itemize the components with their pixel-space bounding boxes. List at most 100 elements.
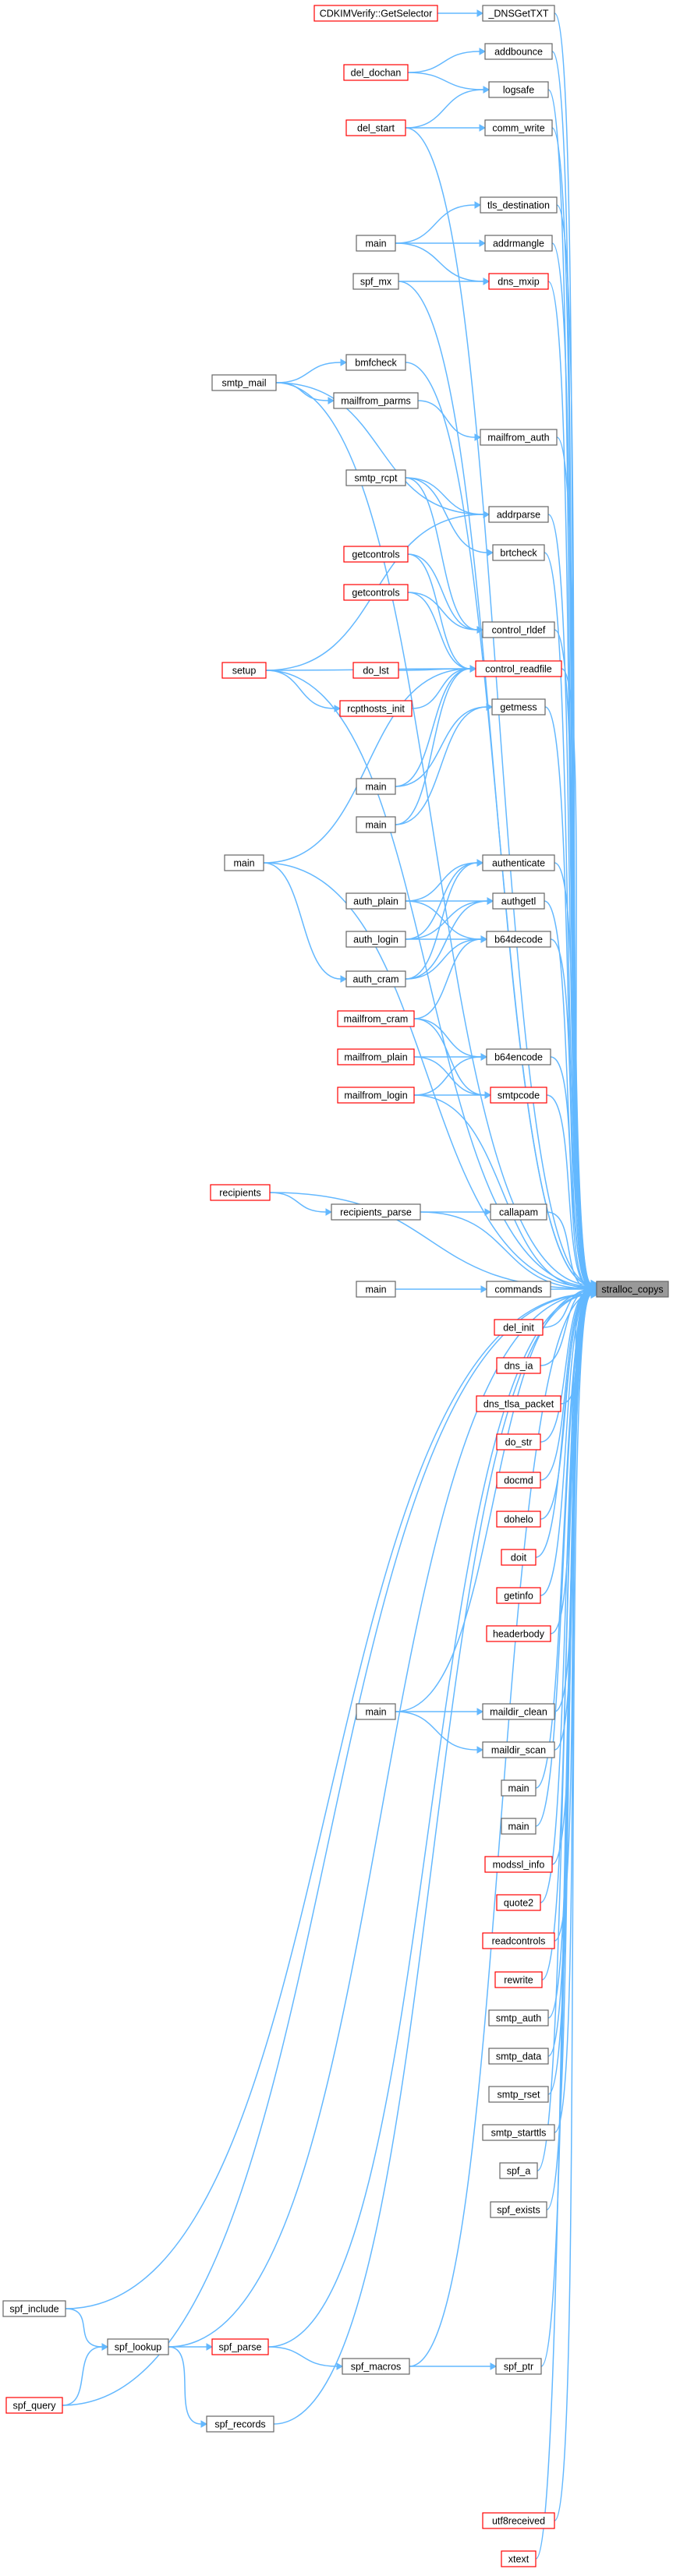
node-box[interactable] bbox=[356, 1281, 396, 1298]
node-headerbody[interactable]: headerbody bbox=[486, 1625, 551, 1642]
node-box[interactable] bbox=[492, 544, 545, 561]
node-box[interactable] bbox=[491, 698, 546, 716]
node-box[interactable] bbox=[343, 546, 409, 563]
node-dns-tlsa-packet[interactable]: dns_tlsa_packet bbox=[476, 1395, 561, 1412]
node-maildir-clean[interactable]: maildir_clean bbox=[482, 1703, 555, 1720]
node-del-start[interactable]: del_start bbox=[345, 119, 406, 136]
node-box[interactable] bbox=[352, 662, 399, 679]
node-box[interactable] bbox=[499, 2162, 538, 2179]
node-spf-macros[interactable]: spf_macros bbox=[342, 2358, 410, 2375]
node-spf-lookup[interactable]: spf_lookup bbox=[107, 2338, 169, 2355]
node-spf-parse[interactable]: spf_parse bbox=[211, 2338, 269, 2355]
node-recipients-parse[interactable]: recipients_parse bbox=[331, 1203, 421, 1221]
node-main-8[interactable]: main bbox=[501, 1818, 537, 1835]
node-mailfrom-plain[interactable]: mailfrom_plain bbox=[337, 1048, 415, 1065]
node-box[interactable] bbox=[482, 854, 555, 871]
node-box[interactable] bbox=[343, 584, 409, 601]
node-main-3[interactable]: main bbox=[356, 816, 396, 833]
node-main-7[interactable]: main bbox=[501, 1779, 537, 1797]
node-callapam[interactable]: callapam bbox=[490, 1203, 547, 1221]
node-dns-ia[interactable]: dns_ia bbox=[496, 1357, 541, 1374]
node-main-5[interactable]: main bbox=[356, 1281, 396, 1298]
node-box[interactable] bbox=[345, 970, 406, 988]
node-auth-cram[interactable]: auth_cram bbox=[345, 970, 406, 988]
node-box[interactable] bbox=[488, 2009, 549, 2027]
node-mailfrom-parms[interactable]: mailfrom_parms bbox=[333, 392, 419, 409]
node-box[interactable] bbox=[490, 2201, 547, 2218]
node-box[interactable] bbox=[345, 469, 406, 486]
node-box[interactable] bbox=[484, 1856, 553, 1873]
node-dns-mxip[interactable]: dns_mxip bbox=[488, 273, 549, 290]
node-spf-mx[interactable]: spf_mx bbox=[352, 273, 399, 290]
node-box[interactable] bbox=[313, 5, 438, 22]
node-commands[interactable]: commands bbox=[486, 1281, 551, 1298]
node-box[interactable] bbox=[496, 1894, 541, 1911]
node-box[interactable] bbox=[482, 621, 555, 638]
node-spf-records[interactable]: spf_records bbox=[206, 2415, 274, 2433]
node-box[interactable] bbox=[490, 1203, 547, 1221]
node-quote2[interactable]: quote2 bbox=[496, 1894, 541, 1911]
node-box[interactable] bbox=[486, 1048, 551, 1065]
node-box[interactable] bbox=[345, 119, 406, 136]
node-utf8received[interactable]: utf8received bbox=[482, 2512, 555, 2529]
node-box[interactable] bbox=[333, 392, 419, 409]
node-box[interactable] bbox=[488, 273, 549, 290]
node-box[interactable] bbox=[496, 1433, 541, 1451]
node-box[interactable] bbox=[482, 1741, 555, 1758]
node-box[interactable] bbox=[339, 700, 413, 717]
node-logsafe[interactable]: logsafe bbox=[488, 81, 549, 98]
node-getcontrols-2[interactable]: getcontrols bbox=[343, 584, 409, 601]
node-box[interactable] bbox=[5, 2397, 63, 2414]
node-box[interactable] bbox=[492, 892, 545, 910]
node-box[interactable] bbox=[495, 2358, 542, 2375]
node-smtp-rset[interactable]: smtp_rset bbox=[488, 2086, 549, 2103]
node-comm-write[interactable]: comm_write bbox=[484, 119, 553, 136]
node-box[interactable] bbox=[345, 931, 406, 948]
node-del-init[interactable]: del_init bbox=[494, 1319, 544, 1336]
node-smtp-data[interactable]: smtp_data bbox=[488, 2048, 549, 2065]
node-box[interactable] bbox=[496, 1357, 541, 1374]
node-auth-plain[interactable]: auth_plain bbox=[345, 892, 406, 910]
node-box[interactable] bbox=[494, 1971, 543, 1988]
node-box[interactable] bbox=[480, 196, 558, 214]
node-box[interactable] bbox=[356, 816, 396, 833]
node-spf-ptr[interactable]: spf_ptr bbox=[495, 2358, 542, 2375]
node-box[interactable] bbox=[224, 854, 264, 871]
node-box[interactable] bbox=[596, 1281, 669, 1298]
node-rcpthosts-init[interactable]: rcpthosts_init bbox=[339, 700, 413, 717]
node-setup[interactable]: setup bbox=[221, 662, 267, 679]
node-smtpcode[interactable]: smtpcode bbox=[490, 1087, 547, 1104]
node-box[interactable] bbox=[496, 1587, 541, 1604]
node-spf-a[interactable]: spf_a bbox=[499, 2162, 538, 2179]
node-box[interactable] bbox=[343, 64, 409, 81]
node-cdkim[interactable]: CDKIMVerify::GetSelector bbox=[313, 5, 438, 22]
node-box[interactable] bbox=[501, 2550, 537, 2567]
node-box[interactable] bbox=[486, 1281, 551, 1298]
node-box[interactable] bbox=[356, 778, 396, 795]
node-box[interactable] bbox=[211, 374, 277, 391]
node-addrparse[interactable]: addrparse bbox=[488, 506, 549, 523]
node-do-str[interactable]: do_str bbox=[496, 1433, 541, 1451]
node-box[interactable] bbox=[484, 43, 553, 60]
node-tls-destination[interactable]: tls_destination bbox=[480, 196, 558, 214]
node-box[interactable] bbox=[488, 506, 549, 523]
node-authenticate[interactable]: authenticate bbox=[482, 854, 555, 871]
node-box[interactable] bbox=[480, 429, 558, 446]
node-modssl-info[interactable]: modssl_info bbox=[484, 1856, 553, 1873]
node-docmd[interactable]: docmd bbox=[496, 1472, 541, 1489]
node-box[interactable] bbox=[490, 1087, 547, 1104]
node-b64encode[interactable]: b64encode bbox=[486, 1048, 551, 1065]
node-box[interactable] bbox=[484, 119, 553, 136]
node-box[interactable] bbox=[501, 1779, 537, 1797]
node-box[interactable] bbox=[496, 1472, 541, 1489]
node-box[interactable] bbox=[337, 1048, 415, 1065]
node-box[interactable] bbox=[482, 1932, 555, 1949]
node-box[interactable] bbox=[345, 892, 406, 910]
node-smtp-starttls[interactable]: smtp_starttls bbox=[482, 2124, 555, 2141]
node-do-lst[interactable]: do_lst bbox=[352, 662, 399, 679]
node-box[interactable] bbox=[486, 1625, 551, 1642]
node-getinfo[interactable]: getinfo bbox=[496, 1587, 541, 1604]
node-box[interactable] bbox=[221, 662, 267, 679]
node-box[interactable] bbox=[356, 235, 396, 252]
node-mailfrom-cram[interactable]: mailfrom_cram bbox=[337, 1010, 415, 1027]
